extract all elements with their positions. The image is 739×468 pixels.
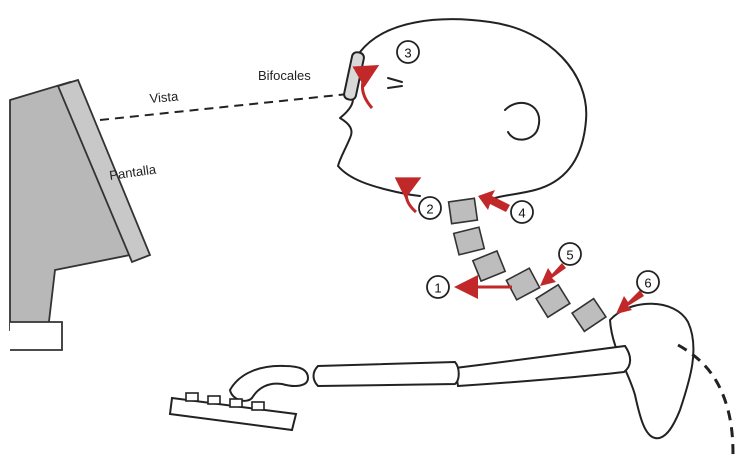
marker-5: 5 [559, 243, 581, 265]
marker-1-number: 1 [434, 281, 441, 296]
pressure-arrow-5 [540, 263, 566, 286]
marker-4: 4 [511, 201, 533, 223]
monitor [10, 80, 150, 350]
bifocals-label: Bifocales [258, 68, 311, 83]
keyboard-key [230, 399, 242, 407]
upper-arm [455, 346, 630, 386]
eye [388, 78, 402, 88]
keyboard-key [252, 402, 264, 410]
pressure-arrow-4 [478, 190, 510, 212]
vertebra [473, 251, 505, 281]
marker-1: 1 [427, 276, 449, 298]
rotation-arrow-eyes [362, 68, 374, 108]
head-outline [338, 19, 586, 198]
marker-2: 2 [419, 197, 441, 219]
sight-line [100, 94, 348, 120]
screen-label: Pantalla [108, 161, 157, 182]
arm [230, 346, 630, 401]
marker-4-number: 4 [518, 206, 525, 221]
bifocal-glasses-icon [343, 51, 365, 100]
vertebra [506, 268, 539, 300]
ear [505, 103, 539, 140]
sight-label: Vista [149, 88, 180, 106]
marker-6-number: 6 [644, 276, 651, 291]
keyboard-key [208, 396, 220, 404]
hand [230, 366, 308, 401]
forearm [314, 362, 459, 386]
marker-3: 3 [397, 41, 419, 63]
vertebra [536, 285, 570, 317]
marker-2-number: 2 [426, 202, 433, 217]
marker-5-number: 5 [566, 248, 573, 263]
monitor-base [10, 322, 62, 350]
vertebra [454, 227, 485, 255]
marker-6: 6 [637, 271, 659, 293]
keyboard-key [186, 393, 198, 401]
marker-3-number: 3 [404, 46, 411, 61]
keyboard [170, 393, 296, 430]
vertebra [449, 198, 478, 223]
vertebra [572, 299, 606, 332]
